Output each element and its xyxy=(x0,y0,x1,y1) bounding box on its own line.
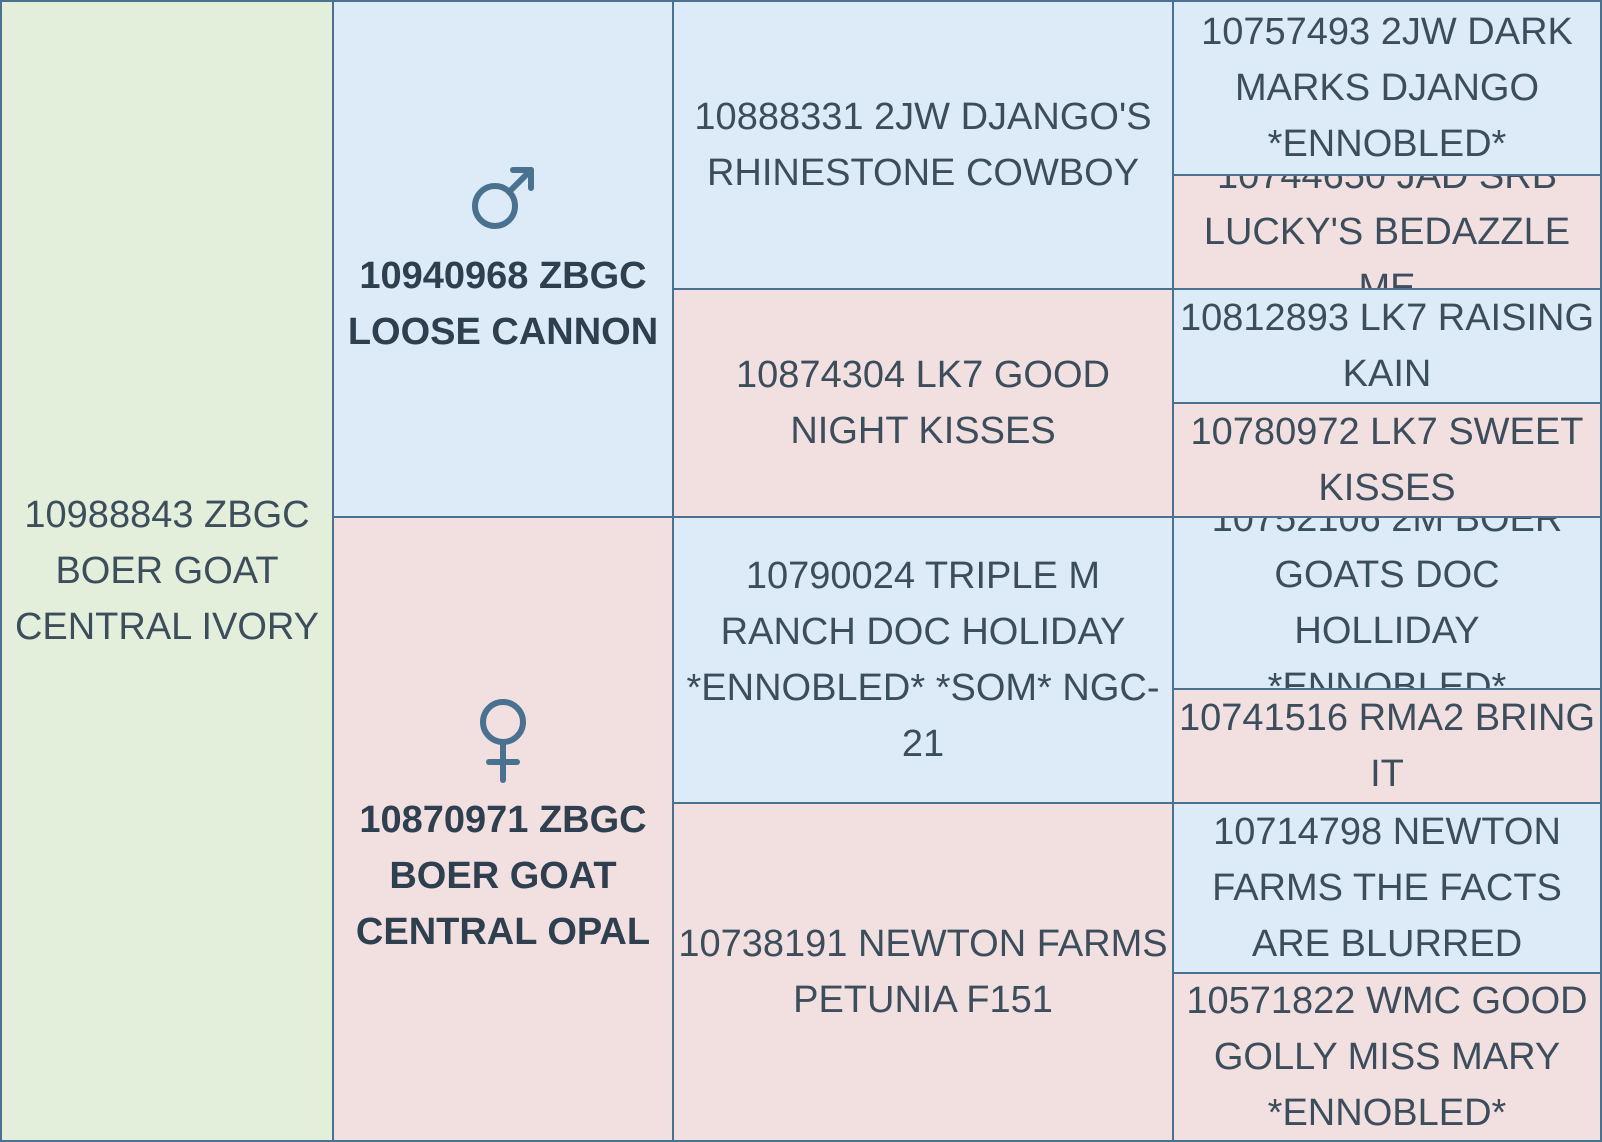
sire-dam-cell[interactable]: 10874304 LK7 GOOD NIGHT KISSES xyxy=(672,288,1174,518)
dam-dam-name: 10738191 NEWTON FARMS PETUNIA F151 xyxy=(678,923,1168,1021)
dam-sire-dam-cell[interactable]: 10741516 RMA2 BRING IT xyxy=(1172,688,1602,804)
subject-animal-cell[interactable]: 10988843 ZBGC BOER GOAT CENTRAL IVORY xyxy=(0,0,334,1142)
dam-sire-cell[interactable]: 10790024 TRIPLE M RANCH DOC HOLIDAY *ENN… xyxy=(672,516,1174,804)
sire-sire-dam-name: 10744650 JAD SRB LUCKY'S BEDAZZLE ME xyxy=(1203,174,1571,290)
sire-sire-dam-cell[interactable]: 10744650 JAD SRB LUCKY'S BEDAZZLE ME xyxy=(1172,174,1602,290)
dam-cell[interactable]: 10870971 ZBGC BOER GOAT CENTRAL OPAL xyxy=(332,516,674,1142)
sire-name: 10940968 ZBGC LOOSE CANNON xyxy=(347,255,659,353)
male-symbol-icon xyxy=(467,158,539,240)
sire-dam-name: 10874304 LK7 GOOD NIGHT KISSES xyxy=(736,354,1110,452)
dam-sire-name: 10790024 TRIPLE M RANCH DOC HOLIDAY *ENN… xyxy=(686,555,1160,765)
subject-animal-name: 10988843 ZBGC BOER GOAT CENTRAL IVORY xyxy=(14,494,320,648)
dam-name: 10870971 ZBGC BOER GOAT CENTRAL OPAL xyxy=(355,799,651,953)
sire-sire-sire-name: 10757493 2JW DARK MARKS DJANGO *ENNOBLED… xyxy=(1201,11,1573,165)
dam-dam-cell[interactable]: 10738191 NEWTON FARMS PETUNIA F151 xyxy=(672,802,1174,1142)
sire-cell[interactable]: 10940968 ZBGC LOOSE CANNON xyxy=(332,0,674,518)
dam-sire-sire-name: 10752106 2M BOER GOATS DOC HOLLIDAY *ENN… xyxy=(1211,516,1563,690)
dam-dam-sire-cell[interactable]: 10714798 NEWTON FARMS THE FACTS ARE BLUR… xyxy=(1172,802,1602,974)
dam-dam-sire-name: 10714798 NEWTON FARMS THE FACTS ARE BLUR… xyxy=(1212,811,1562,965)
dam-sire-dam-name: 10741516 RMA2 BRING IT xyxy=(1178,697,1596,795)
dam-dam-dam-cell[interactable]: 10571822 WMC GOOD GOLLY MISS MARY *ENNOB… xyxy=(1172,972,1602,1142)
female-symbol-icon xyxy=(473,698,533,784)
sire-sire-sire-cell[interactable]: 10757493 2JW DARK MARKS DJANGO *ENNOBLED… xyxy=(1172,0,1602,176)
sire-dam-sire-cell[interactable]: 10812893 LK7 RAISING KAIN xyxy=(1172,288,1602,404)
sire-dam-sire-name: 10812893 LK7 RAISING KAIN xyxy=(1179,297,1595,395)
dam-dam-dam-name: 10571822 WMC GOOD GOLLY MISS MARY *ENNOB… xyxy=(1186,980,1588,1134)
sire-sire-cell[interactable]: 10888331 2JW DJANGO'S RHINESTONE COWBOY xyxy=(672,0,1174,290)
sire-dam-dam-cell[interactable]: 10780972 LK7 SWEET KISSES xyxy=(1172,402,1602,518)
sire-dam-dam-name: 10780972 LK7 SWEET KISSES xyxy=(1190,411,1584,509)
dam-sire-sire-cell[interactable]: 10752106 2M BOER GOATS DOC HOLLIDAY *ENN… xyxy=(1172,516,1602,690)
sire-sire-name: 10888331 2JW DJANGO'S RHINESTONE COWBOY xyxy=(694,96,1152,194)
